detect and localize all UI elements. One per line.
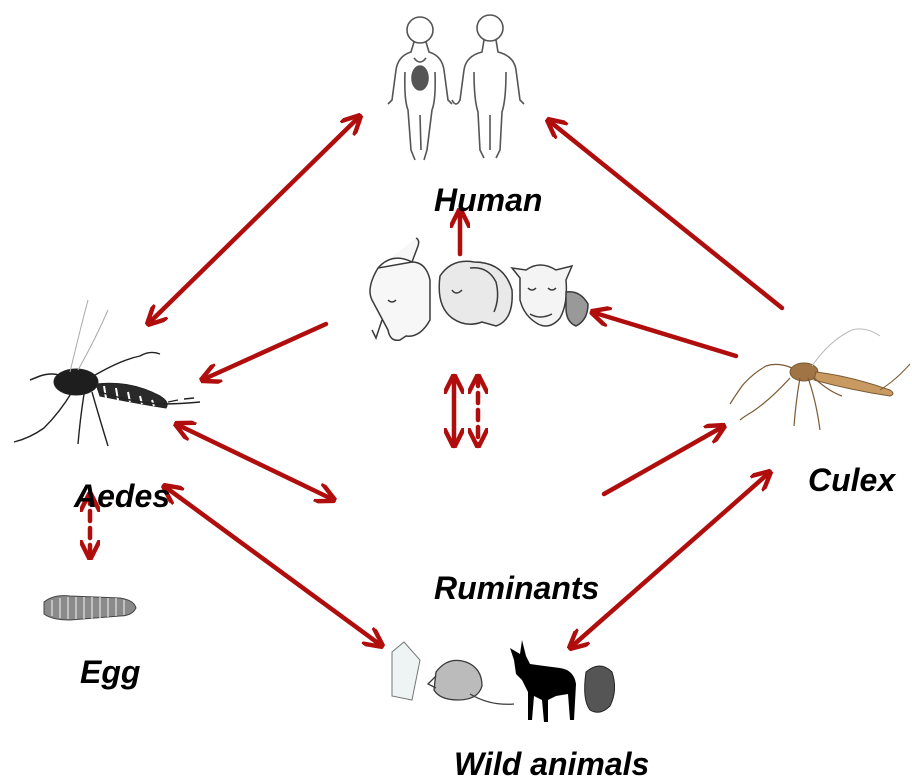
human-figures-icon — [388, 15, 524, 160]
arrow-culex-human — [548, 120, 782, 308]
human-label: Human — [434, 184, 542, 216]
arrow-ruminants-to-aedes — [202, 324, 326, 380]
arrow-culex-wild — [570, 472, 770, 648]
arrow-ruminants-to-culex — [604, 426, 724, 494]
aedes-label: Aedes — [74, 480, 170, 512]
arrow-human-aedes — [148, 116, 360, 324]
goat-sheep-cow-icon — [370, 238, 588, 340]
egg-label: Egg — [80, 656, 140, 688]
culex-mosquito-icon — [730, 329, 910, 430]
arrow-culex-to-ruminants — [592, 312, 736, 356]
culex-label: Culex — [808, 464, 895, 496]
rat-deer-animal-icon — [392, 640, 615, 722]
ruminants-label: Ruminants — [434, 572, 599, 604]
wild-animals-label: Wild animals — [454, 748, 649, 780]
arrow-aedes-wild — [164, 486, 382, 646]
egg-raft-icon — [44, 596, 136, 620]
arrow-aedes-ruminants — [176, 424, 334, 500]
aedes-mosquito-icon — [14, 300, 200, 446]
